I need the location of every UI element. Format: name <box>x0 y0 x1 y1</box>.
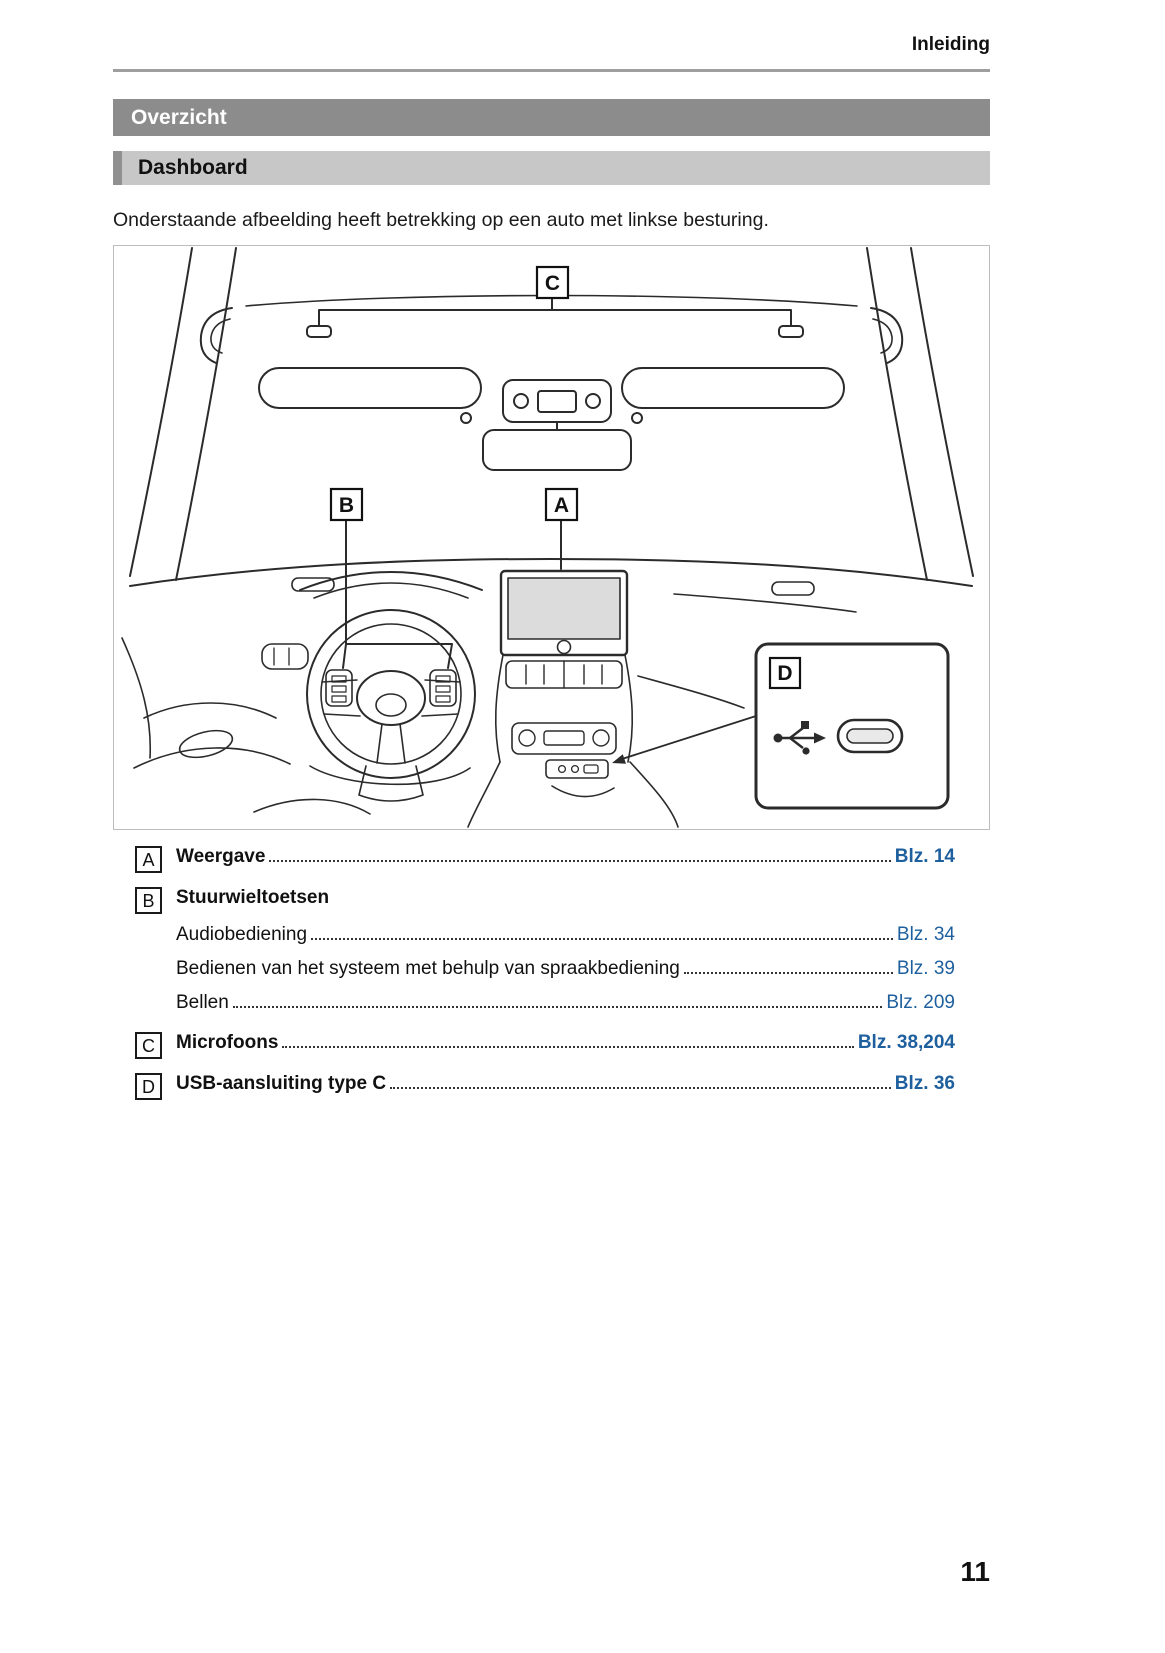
dot-leader <box>311 938 893 940</box>
page-ref[interactable]: Blz. 209 <box>886 992 955 1013</box>
page-ref[interactable]: Blz. 14 <box>894 846 955 867</box>
page-ref[interactable]: Blz. 36 <box>894 1073 955 1094</box>
legend-subitem-bellen: Bellen Blz. 209 <box>176 992 955 1014</box>
legend-title: USB-aansluiting type C <box>176 1073 387 1094</box>
legend-item-stuurwieltoetsen: B Stuurwieltoetsen <box>135 887 955 914</box>
dot-leader <box>390 1087 891 1089</box>
shifter-area <box>551 785 615 798</box>
legend-subtitle: Audiobediening <box>176 924 308 945</box>
page-ref[interactable]: Blz. 34 <box>896 924 955 945</box>
grab-handle-left <box>199 307 233 364</box>
page-ref[interactable]: Blz. 38,204 <box>857 1032 955 1053</box>
steering-wheel-buttons-left <box>325 669 353 707</box>
diagram-label-a: A <box>554 494 569 517</box>
page-header: Inleiding <box>911 34 990 55</box>
usb-icon <box>773 721 826 755</box>
climate-controls <box>511 722 617 755</box>
side-air-vent-left <box>261 643 309 670</box>
page-number: 11 <box>960 1556 990 1587</box>
subsection-banner: Dashboard <box>113 151 990 185</box>
dot-leader <box>282 1046 854 1048</box>
legend-item-usb-aansluiting: D USB-aansluiting type C Blz. 36 <box>135 1073 955 1100</box>
steering-wheel <box>306 609 476 779</box>
usb-port-panel <box>545 759 609 779</box>
diagram-label-box-d <box>768 656 802 690</box>
header-divider <box>113 69 990 72</box>
rearview-mirror <box>482 429 632 471</box>
legend-title: Microfoons <box>176 1032 279 1053</box>
diagram-label-box-c <box>535 265 570 300</box>
legend-list: A Weergave Blz. 14 B Stuurwieltoetsen Au… <box>113 846 990 1114</box>
diagram-label-c: C <box>545 272 560 295</box>
legend-key-d: D <box>135 1073 162 1100</box>
intro-text: Onderstaande afbeelding heeft betrekking… <box>113 209 769 231</box>
legend-item-microfoons: C Microfoons Blz. 38,204 <box>135 1032 955 1059</box>
dashboard-illustration: C B A D <box>121 247 974 828</box>
steering-wheel-buttons-right <box>429 669 457 707</box>
page-ref[interactable]: Blz. 39 <box>896 958 955 979</box>
legend-key-b: B <box>135 887 162 914</box>
dot-leader <box>232 1006 883 1008</box>
legend-subtitle: Bedienen van het systeem met behulp van … <box>176 958 680 979</box>
legend-subitem-audiobediening: Audiobediening Blz. 34 <box>176 924 955 946</box>
display-screen <box>499 569 629 657</box>
legend-key-c: C <box>135 1032 162 1059</box>
legend-key-a: A <box>135 846 162 873</box>
legend-subtitle: Bellen <box>176 992 229 1013</box>
diagram-label-b: B <box>339 494 354 517</box>
usb-detail-inset <box>754 642 950 810</box>
diagram-label-box-a <box>544 487 579 522</box>
usbc-port-icon <box>836 718 904 754</box>
diagram-label-d: D <box>777 662 792 685</box>
section-banner: Overzicht <box>113 99 990 136</box>
legend-title: Weergave <box>176 846 266 867</box>
grab-handle-right <box>870 307 904 364</box>
diagram-label-box-b <box>329 487 364 522</box>
center-air-vents <box>505 660 623 689</box>
legend-subitem-spraakbediening: Bedienen van het systeem met behulp van … <box>176 958 955 980</box>
dot-leader <box>269 860 891 862</box>
door-handle-left <box>178 729 234 759</box>
overhead-console <box>502 379 612 431</box>
legend-item-weergave: A Weergave Blz. 14 <box>135 846 955 873</box>
sun-visor-right <box>621 367 845 409</box>
legend-title: Stuurwieltoetsen <box>176 887 330 908</box>
microphone-right-icon <box>778 325 804 338</box>
callout-arrowhead <box>612 754 626 764</box>
microphone-left-icon <box>306 325 332 338</box>
dot-leader <box>683 972 893 974</box>
dashboard-figure: C B A D <box>113 245 990 830</box>
sun-visor-left <box>258 367 482 409</box>
